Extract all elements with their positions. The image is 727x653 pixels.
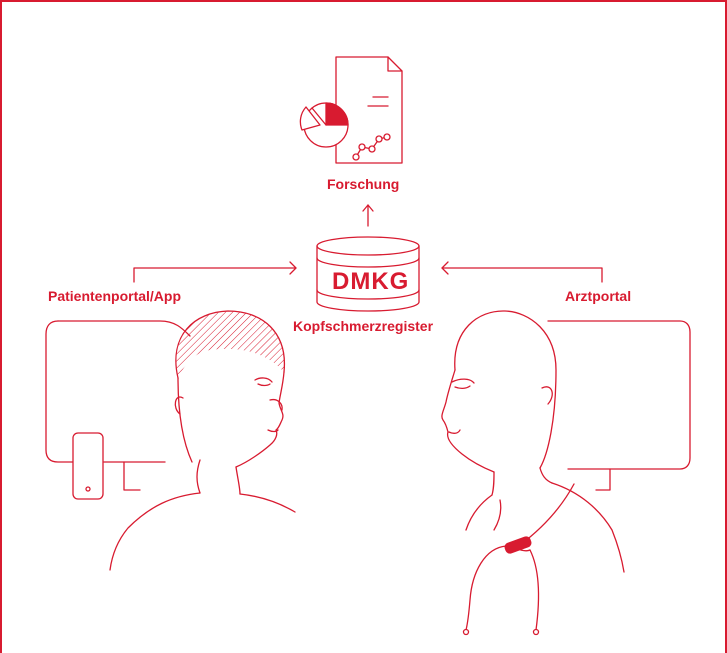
- arrow-doctor-to-registry: [441, 261, 603, 283]
- registry-logo: DMKG: [332, 268, 409, 296]
- arrow-registry-to-research: [362, 204, 374, 227]
- report-chart-icon: [299, 56, 403, 164]
- patient-head-icon: [109, 310, 296, 571]
- monitor-icon: [45, 320, 191, 491]
- node-label-research: Forschung: [327, 176, 400, 192]
- stethoscope-icon: [462, 483, 575, 636]
- node-label-doctor: Arztportal: [565, 288, 632, 304]
- node-label-patient: Patientenportal/App: [48, 288, 182, 304]
- node-label-registry: Kopfschmerzregister: [293, 318, 434, 334]
- arrow-patient-to-registry: [133, 261, 297, 283]
- registry-logo-text: DMKG: [332, 268, 410, 295]
- monitor-icon: [547, 320, 691, 491]
- database-icon: [316, 236, 420, 312]
- doctor-head-icon: [441, 310, 625, 573]
- smartphone-icon: [72, 432, 104, 500]
